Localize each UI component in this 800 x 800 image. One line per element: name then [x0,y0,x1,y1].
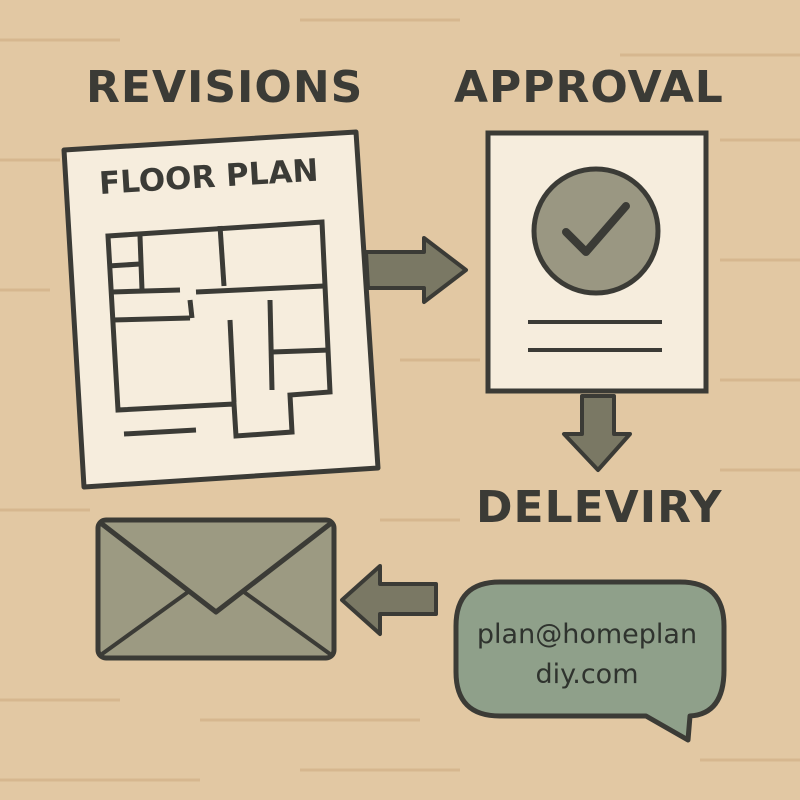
speech-bubble [453,579,727,743]
email-line-2: diy.com [535,659,639,690]
approval-label: APPROVAL [454,62,724,113]
approval-document [485,130,709,394]
arrow-left [340,564,438,636]
check-icon [562,202,630,256]
delivery-label: DELEVIRY [476,482,723,533]
floor-plan-document [61,129,381,490]
approval-circle [531,166,661,296]
revisions-label: REVISIONS [86,62,364,113]
arrow-right [364,236,468,304]
envelope-icon [95,517,337,661]
floor-plan-drawing [105,219,333,439]
wood-grain [0,18,800,782]
email-address[interactable]: plan@homeplan diy.com [462,615,712,695]
arrow-down [562,394,632,472]
email-line-1: plan@homeplan [476,619,698,650]
